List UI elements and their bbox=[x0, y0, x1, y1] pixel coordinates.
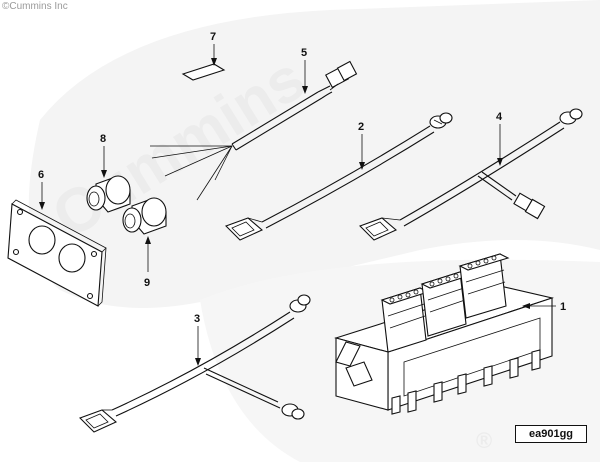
watermark-swoosh-shape bbox=[28, 0, 600, 308]
callout-9: 9 bbox=[144, 277, 150, 289]
callout-6: 6 bbox=[38, 169, 44, 181]
figure-id-box: ea901gg bbox=[515, 425, 587, 443]
callout-3: 3 bbox=[194, 313, 200, 325]
callout-numbers: 7 5 8 6 9 2 4 3 1 bbox=[38, 31, 566, 325]
connector-tower-left bbox=[380, 287, 430, 353]
callout-5: 5 bbox=[301, 47, 307, 59]
callout-8: 8 bbox=[100, 133, 106, 145]
watermark-registered-mark: ® bbox=[476, 428, 492, 453]
callout-1: 1 bbox=[560, 301, 566, 313]
harness-y-right bbox=[359, 108, 583, 241]
connector-tower-right bbox=[458, 253, 510, 319]
callout-4: 4 bbox=[496, 111, 503, 123]
copyright-notice: ©Cummins Inc bbox=[2, 1, 68, 12]
harness-pigtail bbox=[150, 60, 358, 201]
label-strip bbox=[181, 63, 226, 81]
grommet-upper bbox=[86, 175, 131, 213]
harness-y-lower bbox=[79, 294, 311, 433]
module-housing bbox=[334, 253, 555, 415]
callout-7: 7 bbox=[210, 31, 216, 43]
harness-short bbox=[225, 112, 453, 241]
watermark: Cummins ® bbox=[28, 0, 600, 462]
callout-leaders bbox=[39, 44, 556, 366]
grommet-lower bbox=[122, 197, 167, 235]
callout-2: 2 bbox=[358, 121, 364, 133]
mounting-plate bbox=[7, 199, 107, 307]
